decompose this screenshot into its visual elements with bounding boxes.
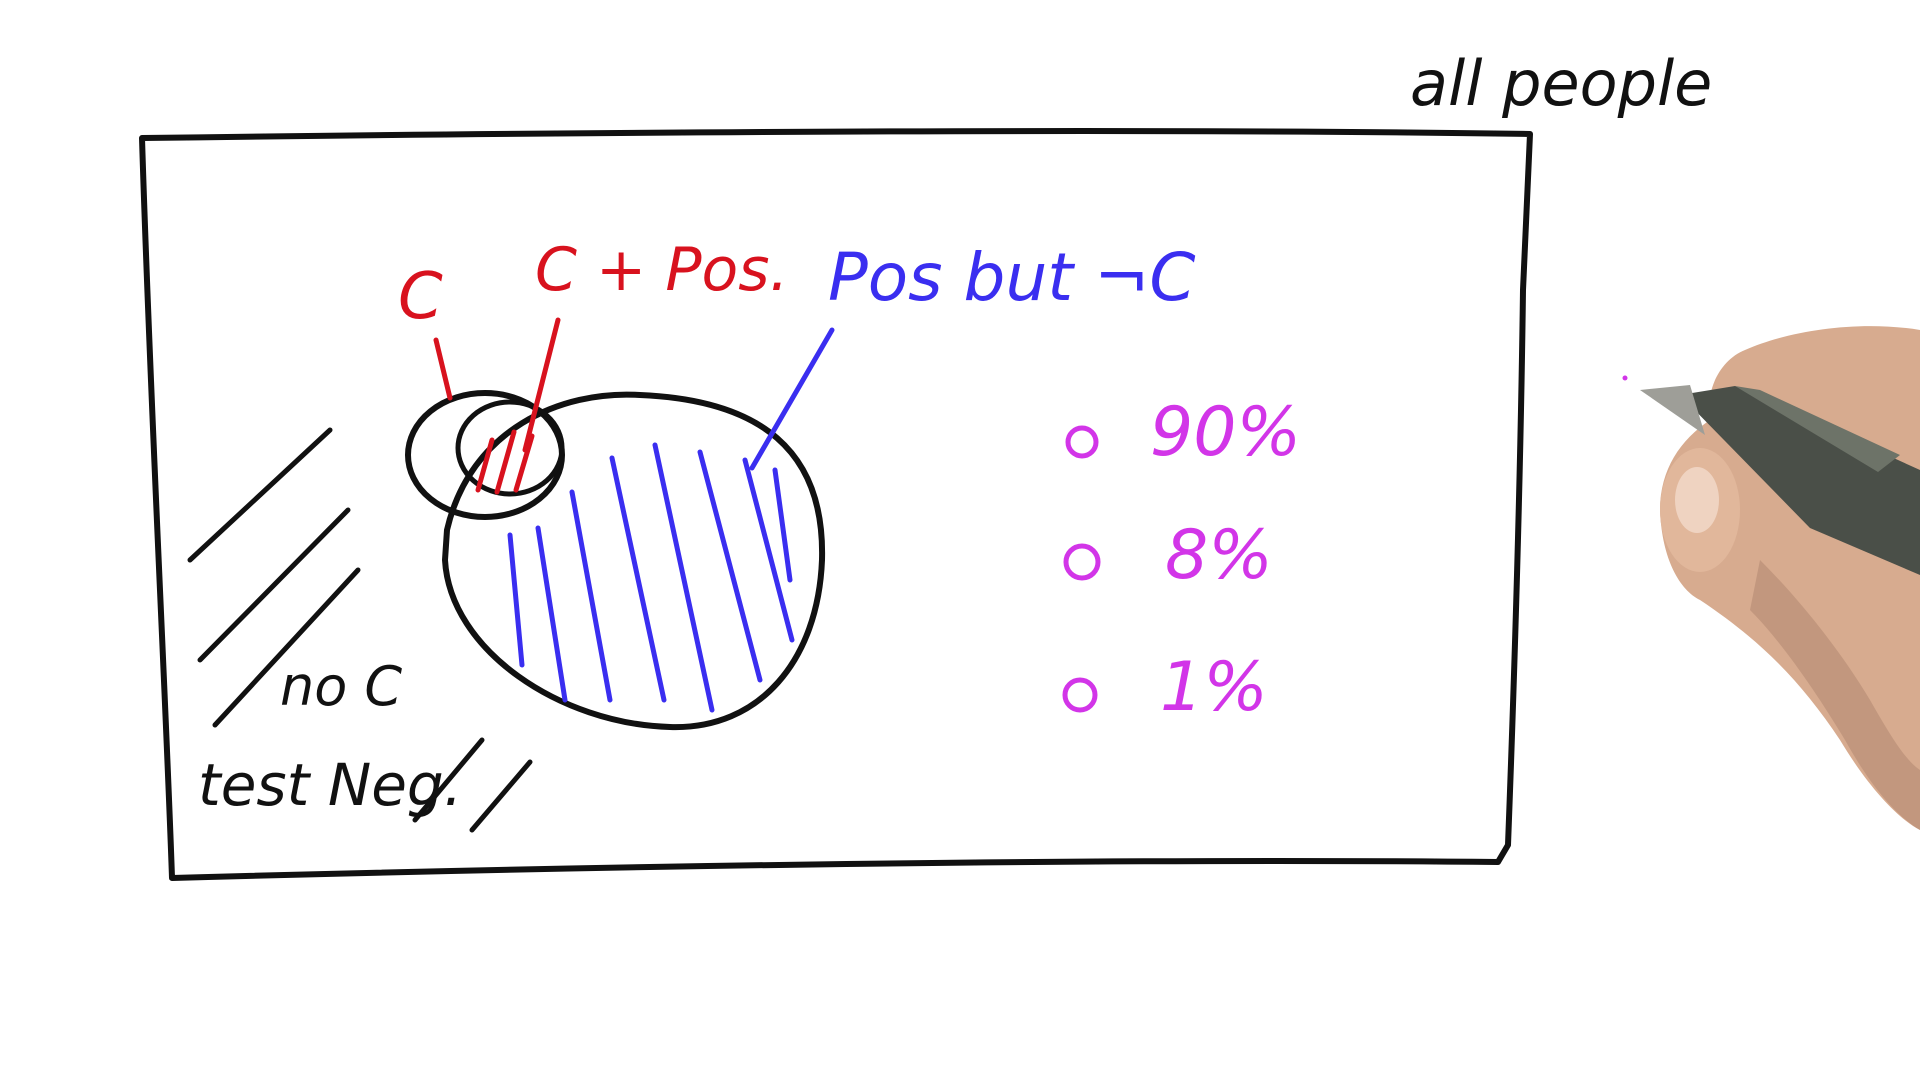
option-radio-circle[interactable]	[1065, 425, 1099, 459]
universe-label: all people	[1410, 47, 1712, 120]
no-c-label: no C	[280, 655, 402, 718]
pen-dot	[1622, 375, 1628, 381]
c-leader-line	[433, 337, 453, 401]
c-pos-label: C + Pos.	[535, 235, 789, 305]
pos-but-not-c-leader-line	[749, 327, 835, 471]
option-1[interactable]: 1%	[1062, 648, 1268, 727]
c-pos-overlap	[455, 399, 565, 497]
marker-body	[1680, 386, 1920, 575]
option-radio-circle[interactable]	[1062, 677, 1098, 713]
marker-grip	[1735, 386, 1900, 472]
option-label: 90%	[1150, 393, 1301, 472]
option-90[interactable]: 90%	[1065, 393, 1301, 472]
no-c-test-neg-hatching	[187, 427, 533, 833]
universe-rectangle	[139, 128, 1533, 881]
test-neg-label: test Neg.	[198, 751, 462, 819]
finger-nail	[1675, 467, 1719, 533]
option-label: 8%	[1165, 516, 1273, 595]
test-positive-region	[441, 391, 826, 731]
option-8[interactable]: 8%	[1063, 516, 1273, 595]
hand-with-marker-illustration	[1640, 326, 1920, 830]
hand-shadow	[1750, 560, 1920, 830]
c-pos-hatching	[475, 429, 535, 495]
c-pos-leader-line	[522, 317, 561, 453]
marker-tip	[1640, 385, 1705, 435]
c-label: C	[398, 260, 443, 334]
pos-but-not-c-hatching	[507, 442, 795, 713]
option-radio-circle[interactable]	[1063, 543, 1101, 581]
pos-but-not-c-label: Pos but ¬C	[828, 239, 1196, 316]
answer-options: 90% 8% 1%	[1062, 393, 1301, 727]
option-label: 1%	[1160, 648, 1268, 727]
